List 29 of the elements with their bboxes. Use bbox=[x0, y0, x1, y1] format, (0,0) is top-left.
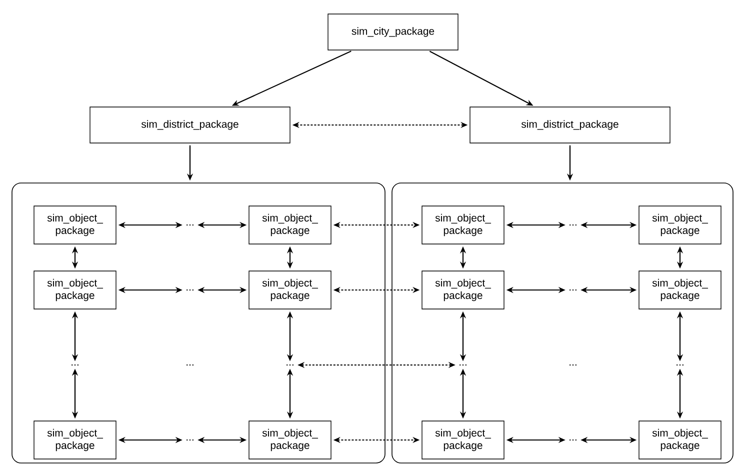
package-box: sim_object_ package bbox=[638, 206, 722, 244]
package-box: sim_object_ package bbox=[248, 270, 332, 310]
group-frame bbox=[392, 182, 734, 464]
package-box: sim_object_ package bbox=[34, 420, 116, 460]
ellipsis: ... bbox=[186, 439, 194, 441]
package-box: sim_city_package bbox=[328, 14, 458, 50]
ellipsis: ... bbox=[186, 289, 194, 291]
ellipsis: ... bbox=[186, 224, 194, 226]
ellipsis: ... bbox=[570, 364, 576, 366]
ellipsis: ... bbox=[676, 364, 684, 366]
package-box: sim_object_ package bbox=[34, 206, 116, 244]
package-box: sim_district_package bbox=[470, 106, 670, 144]
package-box: sim_district_package bbox=[90, 106, 290, 144]
ellipsis: ... bbox=[570, 439, 576, 441]
ellipsis: ... bbox=[460, 364, 466, 366]
ellipsis: ... bbox=[570, 289, 576, 291]
ellipsis: ... bbox=[186, 364, 194, 366]
ellipsis: ... bbox=[72, 364, 78, 366]
package-box: sim_object_ package bbox=[248, 206, 332, 244]
ellipsis: ... bbox=[286, 364, 294, 366]
package-box: sim_object_ package bbox=[638, 270, 722, 310]
ellipsis: ... bbox=[570, 224, 576, 226]
package-box: sim_object_ package bbox=[422, 420, 504, 460]
package-box: sim_object_ package bbox=[638, 420, 722, 460]
package-box: sim_object_ package bbox=[248, 420, 332, 460]
package-box: sim_object_ package bbox=[422, 206, 504, 244]
package-box: sim_object_ package bbox=[34, 270, 116, 310]
package-box: sim_object_ package bbox=[422, 270, 504, 310]
group-frame bbox=[12, 182, 386, 464]
